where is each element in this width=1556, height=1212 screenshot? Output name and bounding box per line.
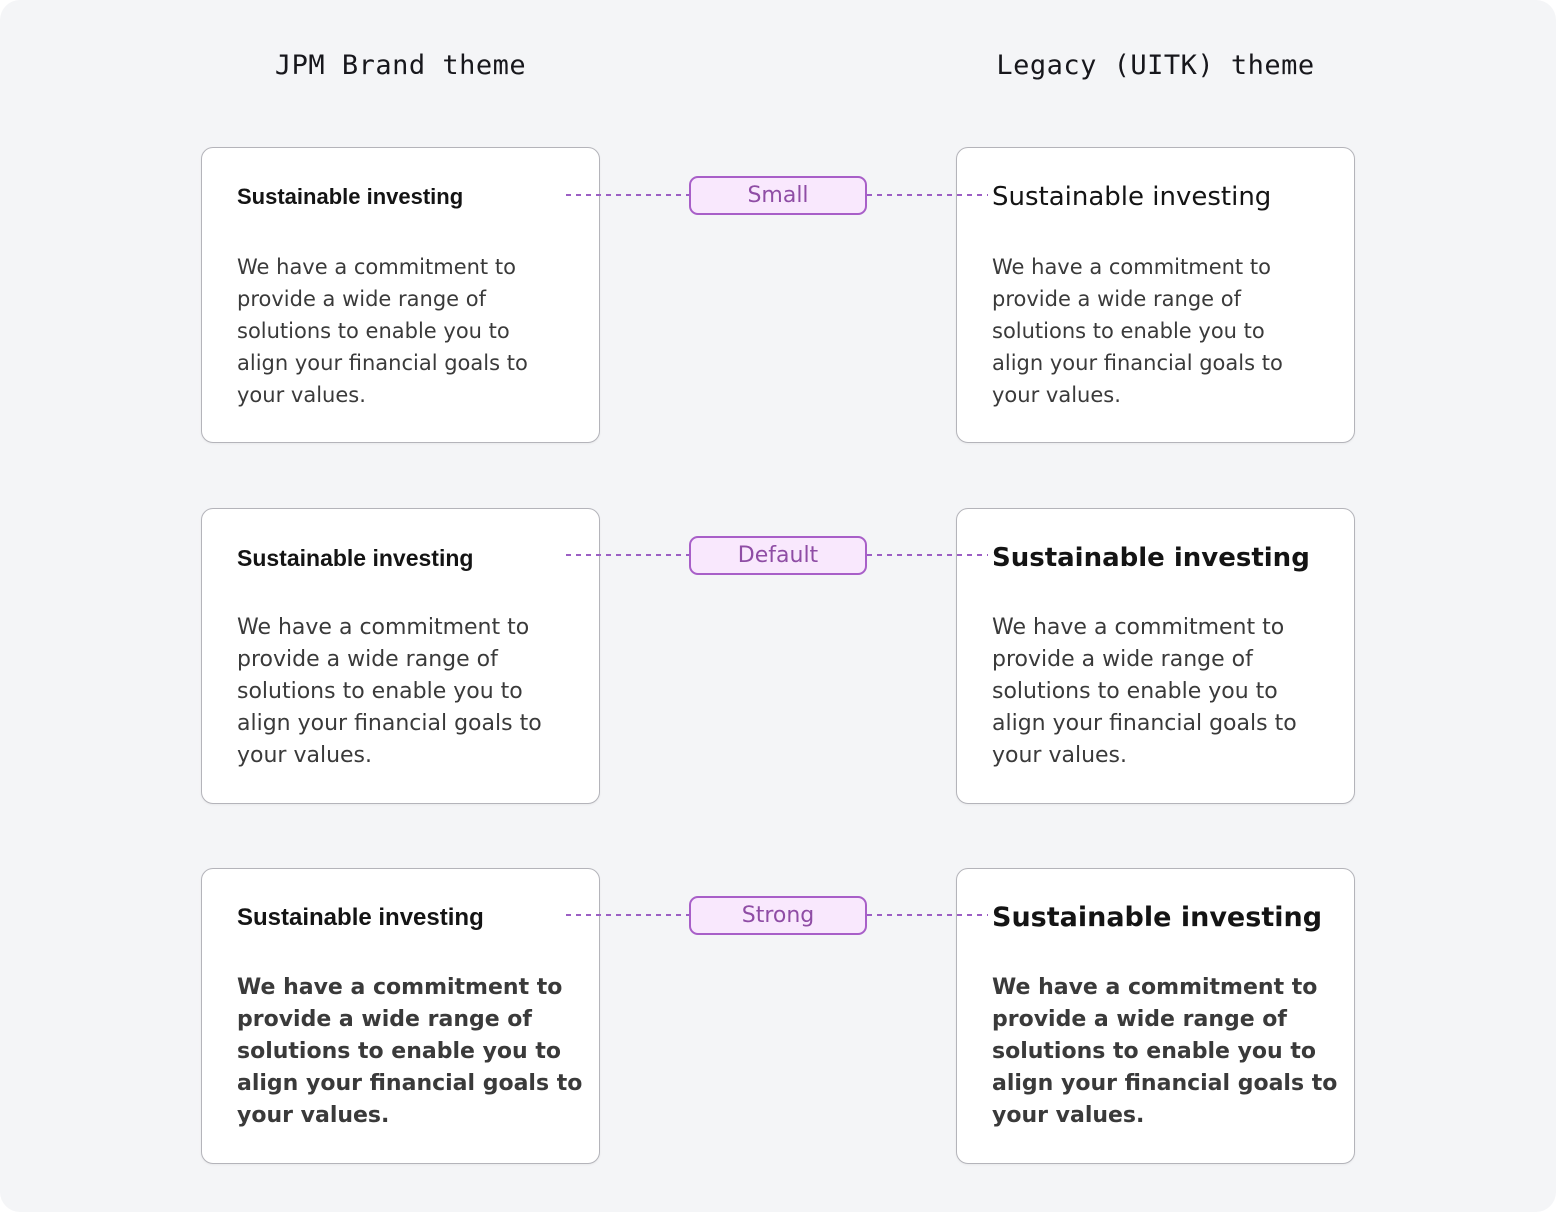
card-legacy-strong: Sustainable investing We have a commitme… bbox=[956, 868, 1355, 1164]
connector-dash-right bbox=[867, 554, 988, 556]
connector-dash-right bbox=[867, 194, 988, 196]
card-body: We have a commitment to provide a wide r… bbox=[237, 255, 528, 407]
card-heading: Sustainable investing bbox=[237, 545, 474, 571]
card-heading: Sustainable investing bbox=[992, 543, 1310, 573]
connector-dash-left bbox=[566, 914, 689, 916]
card-jpm-default: Sustainable investing We have a commitme… bbox=[201, 508, 600, 804]
connector-dash-right bbox=[867, 914, 988, 916]
card-body: We have a commitment to provide a wide r… bbox=[237, 975, 583, 1128]
card-body: We have a commitment to provide a wide r… bbox=[992, 975, 1338, 1128]
card-body: We have a commitment to provide a wide r… bbox=[992, 615, 1297, 768]
variant-badge-default: Default bbox=[689, 536, 867, 575]
card-heading: Sustainable investing bbox=[237, 184, 464, 209]
card-legacy-small: Sustainable investing We have a commitme… bbox=[956, 147, 1355, 443]
card-jpm-strong: Sustainable investing We have a commitme… bbox=[201, 868, 600, 1164]
card-heading: Sustainable investing bbox=[237, 904, 484, 931]
column-title-legacy-uitk: Legacy (UITK) theme bbox=[996, 50, 1315, 81]
card-legacy-default: Sustainable investing We have a commitme… bbox=[956, 508, 1355, 804]
connector-dash-left bbox=[566, 554, 689, 556]
variant-badge-small: Small bbox=[689, 176, 867, 215]
card-body: We have a commitment to provide a wide r… bbox=[992, 255, 1283, 407]
card-heading: Sustainable investing bbox=[992, 182, 1272, 212]
card-body: We have a commitment to provide a wide r… bbox=[237, 615, 542, 768]
connector-dash-left bbox=[566, 194, 689, 196]
card-jpm-small: Sustainable investing We have a commitme… bbox=[201, 147, 600, 443]
variant-badge-strong: Strong bbox=[689, 896, 867, 935]
column-title-jpm-brand: JPM Brand theme bbox=[274, 50, 527, 81]
card-heading: Sustainable investing bbox=[992, 902, 1323, 933]
